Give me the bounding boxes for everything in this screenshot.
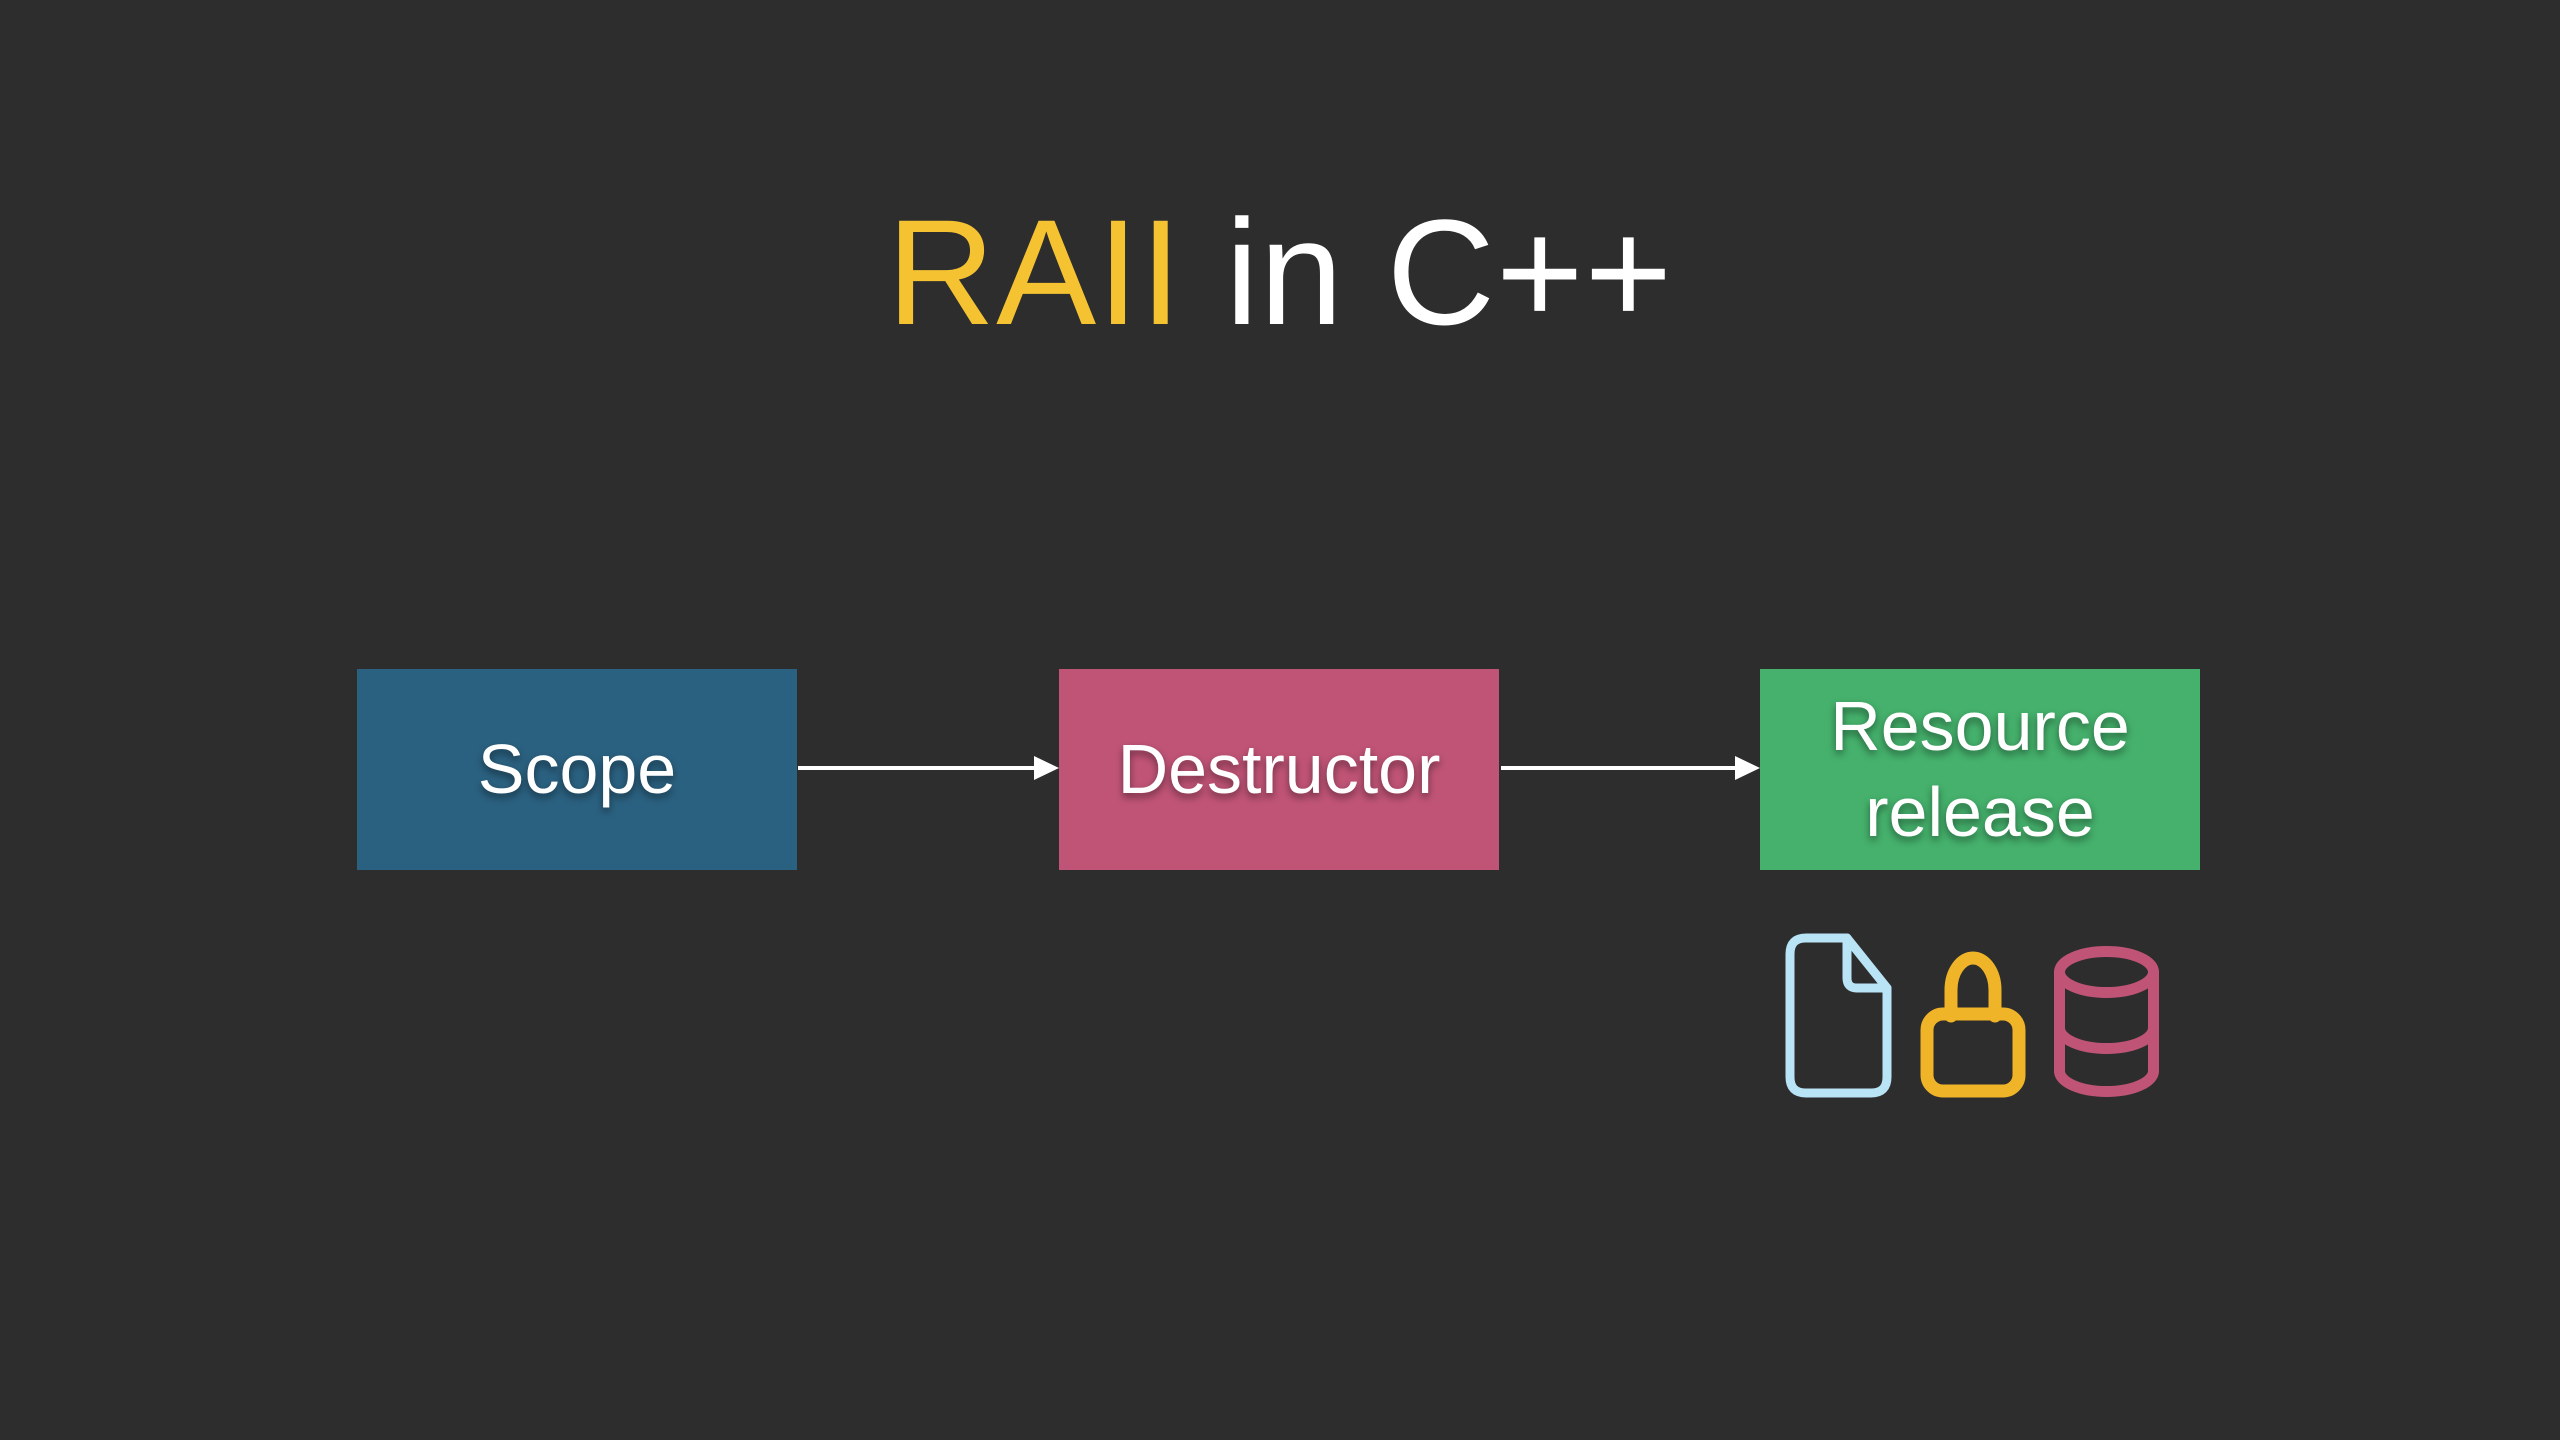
database-icon (2054, 946, 2159, 1097)
flow-node-destructor-label: Destructor (1117, 729, 1441, 808)
lock-icon (1920, 951, 2026, 1098)
flow-node-resource-release-label: Resource release (1830, 687, 2130, 851)
title-highlight: RAII (886, 188, 1183, 356)
arrow-right-icon (798, 756, 1059, 780)
flow-node-resource-release: Resource release (1760, 669, 2200, 870)
title-rest: in C++ (1182, 188, 1674, 356)
flow-node-scope: Scope (357, 669, 797, 870)
slide-title: RAII in C++ (0, 190, 2560, 355)
resource-icons-row (1785, 933, 2159, 1098)
flow-node-destructor: Destructor (1059, 669, 1499, 870)
file-icon (1785, 933, 1892, 1098)
arrow-right-icon (1501, 756, 1760, 780)
flow-node-scope-label: Scope (477, 729, 677, 808)
